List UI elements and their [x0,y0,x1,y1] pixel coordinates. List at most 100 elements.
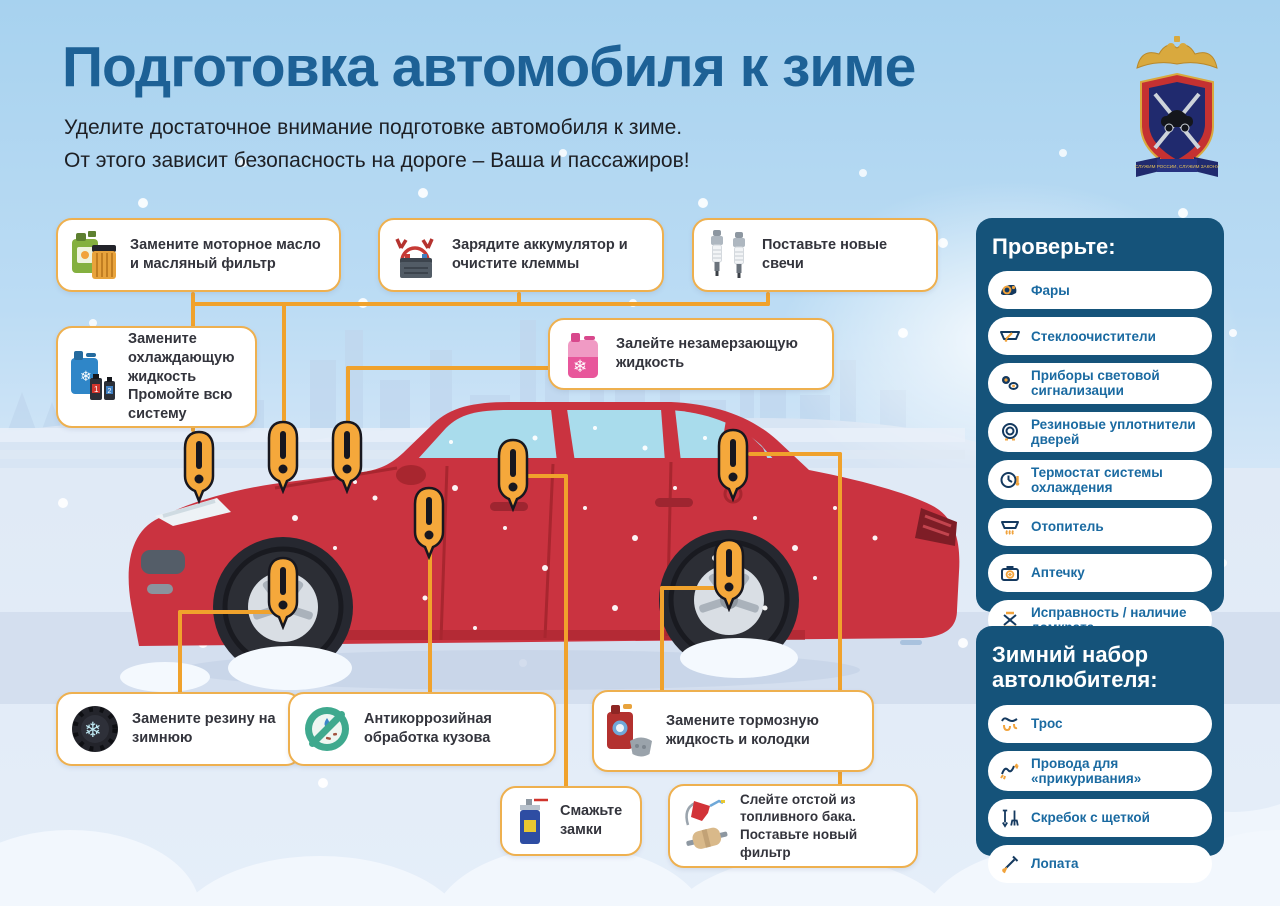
connector-line [660,586,664,692]
check-item-heater: Отопитель [988,507,1212,546]
callout-label: Поставьте новые свечи [762,237,888,272]
kit-item-label: Лопата [1031,856,1079,872]
callout-label: Замените охлаждающую жидкость Промойте в… [128,330,243,424]
kit-item-shovel: Лопата [988,844,1212,883]
jumper-wires-icon [1000,763,1019,780]
connector-line [564,474,568,788]
connector-line [428,548,432,694]
lock-spray-icon [520,798,548,844]
callout-battery: Зарядите аккумулятор и очистите клеммы [378,218,664,292]
scraper-brush-icon [1002,809,1019,828]
warning-marker-body [413,486,445,560]
svg-text:❄: ❄ [84,719,102,742]
callout-fuel-filter: Слейте отстой из топливного бака. Постав… [668,784,918,868]
callout-label: Смажьте замки [560,803,623,838]
kit-item-label: Провода для «прикуривания» [1031,755,1142,786]
connector-line [178,610,182,694]
callout-engine-oil: Замените моторное масло и масляный фильт… [56,218,341,292]
connector-line [660,586,720,590]
callout-label-line: Промойте всю систему [128,387,233,423]
warning-marker-door-lock [497,438,529,512]
kit-item-label: Трос [1031,716,1063,732]
kit-item-scraper-brush: Скребок с щеткой [988,798,1212,837]
snow-pile [680,638,798,678]
eagle-icon [1136,44,1218,69]
connector-line [346,366,350,424]
check-panel: Проверьте: Фары Стеклоочистители Приборы… [976,218,1224,641]
check-item-label: Отопитель [1031,519,1104,535]
fuel-filter-icon [685,799,728,849]
callout-label: Слейте отстой из топливного бака. Постав… [740,791,858,860]
warning-marker-rear-wheel [713,538,745,612]
callout-label: Замените тормозную жидкость и колодки [666,713,819,748]
callout-label-line: Замените охлаждающую жидкость [128,330,235,385]
connector-line [191,302,770,306]
heater-icon [1001,520,1019,535]
check-item-label: Фары [1031,282,1070,298]
snow-flecks [292,426,878,630]
engine-oil-icon [72,231,116,279]
callout-washer-fluid: ❄ Залейте незамерзающую жидкость [548,318,834,390]
page-title: Подготовка автомобиля к зиме [62,35,916,99]
check-item-wipers: Стеклоочистители [988,317,1212,356]
subtitle-line-1: Уделите достаточное внимание подготовке … [64,116,683,139]
svg-text:2: 2 [108,388,112,395]
spark-plugs-icon [711,230,745,278]
subtitle-line-2: От этого зависит безопасность на дороге … [64,148,690,172]
callout-winter-tires: ❄ Замените резину на зимнюю [56,692,302,766]
svg-text:❄: ❄ [573,357,587,376]
connector-line [512,474,568,478]
check-item-label: Резиновые уплотнители дверей [1031,416,1196,447]
callout-brake-fluid: Замените тормозную жидкость и колодки [592,690,874,772]
callout-locks: Смажьте замки [500,786,642,856]
warning-marker-cowl-right [331,420,363,494]
wiper-icon [1000,331,1020,343]
thermostat-icon [1000,471,1020,488]
callout-label: Залейте незамерзающую жидкость [616,336,798,371]
warning-marker-cowl-left [267,420,299,494]
washer-fluid-icon: ❄ [568,333,598,378]
page-subtitle: Уделите достаточное внимание подготовке … [64,112,784,177]
warning-marker-hood [183,430,215,504]
police-emblem: СЛУЖИМ РОССИИ, СЛУЖИМ ЗАКОНУ [1135,36,1219,177]
kit-item-jumper-wires: Провода для «прикуривания» [988,750,1212,791]
check-item-thermostat: Термостат системы охлаждения [988,459,1212,500]
winter-tire-icon: ❄ [72,706,118,752]
snow-pile [120,662,210,692]
check-item-label: Стеклоочистители [1031,328,1156,344]
kit-item-tow-rope: Трос [988,704,1212,743]
check-item-label: Аптечку [1031,565,1085,581]
svg-text:1: 1 [94,385,99,394]
anticorrosion-icon [305,707,349,751]
check-item-first-aid: Аптечку [988,553,1212,592]
road-mark [900,640,922,645]
check-item-label: Термостат системы охлаждения [1031,464,1163,495]
warning-marker-fuel-cap [717,428,749,502]
snow-pile [228,646,352,690]
door-seal-icon [1002,422,1018,441]
connector-line [838,452,842,786]
winter-kit-title: Зимний набор автолюбителя: [992,642,1158,693]
winter-kit-panel: Зимний набор автолюбителя: Трос Провода … [976,626,1224,883]
check-item-door-seals: Резиновые уплотнители дверей [988,411,1212,452]
tow-rope-icon [1001,716,1018,731]
connector-line [748,452,842,456]
connector-line [282,302,286,422]
warning-marker-front-wheel [267,556,299,630]
check-panel-title: Проверьте: [992,234,1116,259]
emblem-motto: СЛУЖИМ РОССИИ, СЛУЖИМ ЗАКОНУ [1135,164,1219,169]
callout-label: Антикоррозийная обработка кузова [364,711,492,746]
signal-lights-icon [1002,376,1019,391]
check-item-signal-lights: Приборы световой сигнализации [988,363,1212,404]
brake-fluid-icon [607,704,652,757]
shovel-icon [1002,855,1019,874]
connector-line [517,292,521,306]
check-item-headlights: Фары [988,271,1212,310]
callout-anticorrosion: Антикоррозийная обработка кузова [288,692,556,766]
connector-line [766,292,770,306]
connector-line [346,366,550,370]
check-item-label: Приборы световой сигнализации [1031,368,1160,399]
